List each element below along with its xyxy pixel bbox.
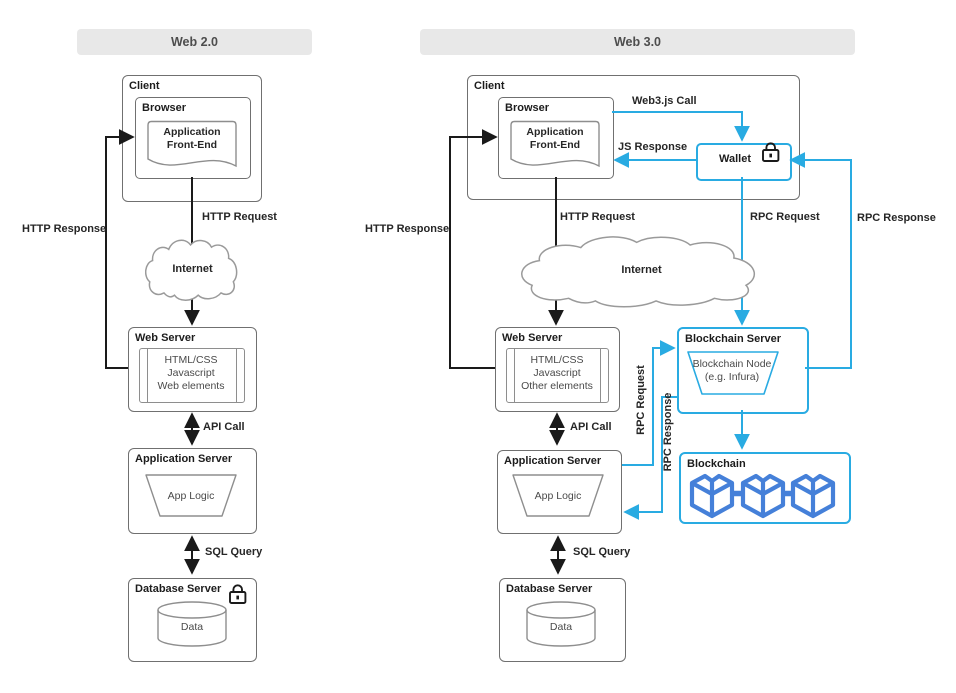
node-line2: (e.g. Infura)	[704, 371, 760, 383]
web20-app-server-title: Application Server	[135, 453, 233, 465]
web30-rpc-request-label: RPC Request	[750, 211, 820, 223]
web30-http-request-label: HTTP Request	[560, 211, 635, 223]
process-side-bar	[147, 349, 149, 402]
frontend-line2: Front-End	[166, 139, 218, 151]
web30-internet-label: Internet	[621, 264, 662, 276]
web30-data-label: Data	[549, 621, 573, 633]
web30-blockchain-server-title: Blockchain Server	[685, 333, 781, 345]
web30-app-server-title: Application Server	[504, 455, 602, 467]
web20-web-server-content: HTML/CSS Javascript Web elements	[148, 354, 234, 393]
server-content-line: HTML/CSS	[164, 354, 218, 366]
node-line1: Blockchain Node	[692, 358, 772, 370]
web20-client-title: Client	[129, 80, 160, 92]
web20-web-server-title: Web Server	[135, 332, 196, 344]
server-content-line: HTML/CSS	[530, 354, 584, 366]
web30-db-server-title: Database Server	[506, 583, 593, 595]
process-side-bar	[235, 349, 237, 402]
web30-blockchain-title: Blockchain	[687, 458, 746, 470]
web30-app-logic-label: App Logic	[534, 490, 582, 502]
server-content-line: Javascript	[533, 367, 581, 379]
web20-http-request-label: HTTP Request	[202, 211, 277, 223]
web30-client-title: Client	[474, 80, 505, 92]
server-content-line: Javascript	[167, 367, 215, 379]
web30-frontend-label: Application Front-End	[509, 126, 601, 152]
web30-header: Web 3.0	[420, 29, 855, 55]
process-side-bar	[514, 349, 516, 402]
web20-api-call-label: API Call	[203, 421, 245, 433]
web20-app-logic-label: App Logic	[167, 490, 215, 502]
server-content-line: Web elements	[157, 380, 225, 392]
web30-sql-query-label: SQL Query	[573, 546, 631, 558]
web20-http-response-label: HTTP Response	[22, 223, 107, 235]
web20-header: Web 2.0	[77, 29, 312, 55]
web30-web-server-title: Web Server	[502, 332, 563, 344]
web30-web3js-call-label: Web3.js Call	[632, 95, 697, 107]
web30-rpc-request-vertical-label: RPC Request	[635, 365, 647, 435]
web20-frontend-label: Application Front-End	[146, 126, 238, 152]
frontend-line1: Application	[526, 126, 584, 138]
web30-rpc-response-label: RPC Response	[857, 212, 936, 224]
web30-wallet-title: Wallet	[719, 153, 751, 165]
web30-api-call-label: API Call	[570, 421, 612, 433]
web30-web-server-content: HTML/CSS Javascript Other elements	[512, 354, 602, 393]
web30-blockchain-box: Blockchain	[679, 452, 851, 524]
web30-http-response-label: HTTP Response	[365, 223, 450, 235]
web30-js-response-label: JS Response	[618, 141, 688, 153]
web20-data-label: Data	[180, 621, 204, 633]
frontend-line1: Application	[163, 126, 221, 138]
web20-internet-label: Internet	[172, 263, 213, 275]
process-side-bar	[599, 349, 601, 402]
web30-browser-title: Browser	[505, 102, 550, 114]
web20-sql-query-label: SQL Query	[205, 546, 263, 558]
web30-blockchain-node-label: Blockchain Node (e.g. Infura)	[687, 358, 777, 384]
web20-predefined-process-shape	[139, 348, 245, 403]
web20-browser-title: Browser	[142, 102, 187, 114]
web30-db-server-box: Database Server	[499, 578, 626, 662]
web20-db-server-box: Database Server	[128, 578, 257, 662]
web30-predefined-process-shape	[506, 348, 609, 403]
frontend-line2: Front-End	[529, 139, 581, 151]
web20-db-server-title: Database Server	[135, 583, 222, 595]
server-content-line: Other elements	[521, 380, 593, 392]
web30-rpc-response-vertical-label: RPC Response	[662, 392, 674, 472]
